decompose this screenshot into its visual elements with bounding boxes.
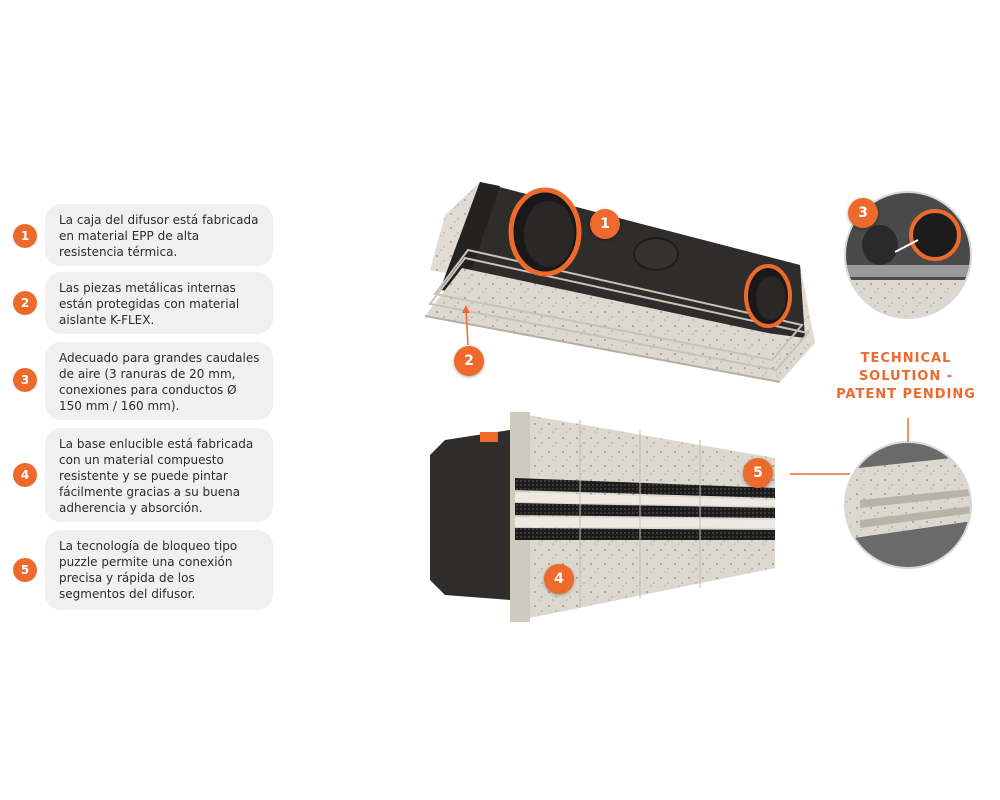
feature-text: La tecnología de bloqueo tipo puzzle per… (45, 530, 273, 610)
feature-text: Adecuado para grandes caudales de aire (… (45, 342, 273, 420)
patent-pending-label: TECHNICAL SOLUTION - PATENT PENDING (836, 351, 976, 402)
leader-line-2 (465, 309, 469, 346)
diffuser-box-top (424, 182, 815, 383)
arrow-head-icon (462, 305, 470, 313)
callout-badge-4: 4 (544, 564, 574, 594)
callout-badge-2: 2 (454, 346, 484, 376)
callout-badge-1: 1 (590, 209, 620, 239)
feature-number-badge: 5 (13, 558, 37, 582)
feature-text: Las piezas metálicas internas están prot… (45, 272, 273, 334)
feature-text: La base enlucible está fabricada con un … (45, 428, 273, 522)
callout-badge-3: 3 (848, 198, 878, 228)
feature-text: La caja del difusor está fabricada en ma… (45, 204, 273, 266)
detail-view-puzzle-joint (844, 441, 972, 569)
feature-number-badge: 2 (13, 291, 37, 315)
feature-number-badge: 1 (13, 224, 37, 248)
callout-badge-5: 5 (743, 458, 773, 488)
feature-number-badge: 3 (13, 368, 37, 392)
feature-number-badge: 4 (13, 463, 37, 487)
diffuser-plaster-base (430, 412, 775, 622)
